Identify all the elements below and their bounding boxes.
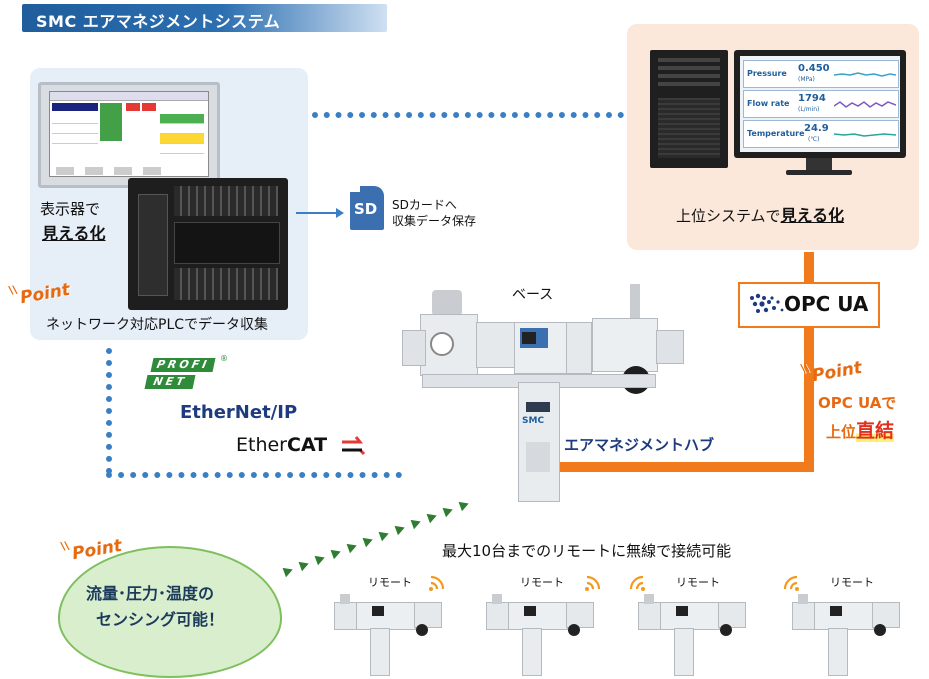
hub-brand: SMC xyxy=(522,416,545,426)
plc-caption: ネットワーク対応PLCでデータ収集 xyxy=(46,317,269,333)
remote-unit-3: リモート xyxy=(626,572,750,676)
sd-line1: SDカードへ xyxy=(392,198,457,212)
upper-caption-prefix: 上位システムで xyxy=(676,207,781,225)
plc-to-upper-link xyxy=(312,112,624,118)
temperature-trend xyxy=(834,133,896,137)
hmi-display xyxy=(38,82,220,188)
temperature-label: Temperature xyxy=(747,129,805,138)
ethercat-arrow-icon xyxy=(342,436,366,456)
flow-trend xyxy=(834,101,896,108)
sensing-line2: センシング可能！ xyxy=(96,610,225,629)
opc-point-badge: Point xyxy=(811,358,864,386)
wifi-icon xyxy=(429,575,445,591)
opc-link-horizontal xyxy=(534,462,814,472)
sd-arrow xyxy=(296,212,338,214)
sensing-bubble xyxy=(58,546,282,678)
registered-mark: ® xyxy=(220,354,228,363)
air-management-hub-device: SMC xyxy=(398,282,698,502)
plc-label-line2: 見える化 xyxy=(42,224,106,243)
temperature-value: 24.9 xyxy=(804,123,829,134)
remote-heading: 最大10台までのリモートに無線で接続可能 xyxy=(442,542,732,560)
remote-unit-2: リモート xyxy=(480,572,604,676)
opc-line2-a: 上位 xyxy=(826,423,857,441)
opc-line2: 上位直結 xyxy=(826,416,895,443)
monitor-row-flow: Flow rate 1794 (L/min) xyxy=(743,90,899,118)
monitor: Pressure 0.450 (MPa) Flow rate 1794 (L/m… xyxy=(734,50,906,158)
sd-arrow-head xyxy=(336,208,344,218)
profinet-bottom: NET xyxy=(144,375,196,389)
remote-label-1: リモート xyxy=(368,576,412,589)
opc-logo-text: OPC UA xyxy=(784,292,869,316)
temperature-unit: (℃) xyxy=(808,136,820,143)
opc-line1: OPC UAで xyxy=(818,394,897,412)
hub-label: エアマネジメントハブ xyxy=(564,436,715,454)
title-banner: SMC エアマネジメントシステム xyxy=(22,4,387,32)
plc-unit xyxy=(128,178,288,310)
monitor-screen: Pressure 0.450 (MPa) Flow rate 1794 (L/m… xyxy=(740,56,900,152)
remote-unit-1: リモート xyxy=(328,572,452,676)
plc-label-line1: 表示器で xyxy=(40,200,101,218)
opc-ua-logo: OPC UA xyxy=(738,282,880,328)
base-label: ベース xyxy=(512,287,554,303)
ethercat-b: CAT xyxy=(287,434,328,456)
opc-link-top xyxy=(804,252,814,282)
pressure-unit: (MPa) xyxy=(798,76,815,83)
sd-card-text: SD xyxy=(354,200,378,218)
monitor-row-temperature: Temperature 24.9 (℃) xyxy=(743,120,899,148)
page-title: SMC エアマネジメントシステム xyxy=(36,12,281,31)
profinet-top: PROFI xyxy=(150,358,216,372)
opc-link-vertical xyxy=(804,326,814,472)
upper-caption-emphasis: 見える化 xyxy=(780,206,845,225)
wifi-icon xyxy=(629,575,645,591)
plc-down-link xyxy=(106,348,112,474)
upper-caption: 上位システムで見える化 xyxy=(676,202,844,226)
ethercat-logo: EtherCAT xyxy=(236,434,366,456)
wireless-trail xyxy=(282,496,474,578)
wifi-icon xyxy=(585,575,601,591)
wifi-icon xyxy=(783,575,799,591)
opc-globe-icon xyxy=(750,293,784,313)
profinet-logo: PROFI NET ® xyxy=(144,354,230,392)
monitor-row-pressure: Pressure 0.450 (MPa) xyxy=(743,60,899,88)
monitor-base xyxy=(786,170,852,175)
flow-value: 1794 xyxy=(798,93,826,104)
monitor-stand xyxy=(806,158,832,170)
pressure-label: Pressure xyxy=(747,69,787,78)
sd-line2: 収集データ保存 xyxy=(392,214,477,228)
ethernetip-logo: EtherNet/IP xyxy=(180,402,298,423)
plc-to-hub-link xyxy=(106,472,402,478)
sd-card-icon: SD xyxy=(350,186,384,230)
server-tower xyxy=(650,50,728,168)
remote-label-4: リモート xyxy=(830,576,874,589)
flow-label: Flow rate xyxy=(747,99,790,108)
sensing-line1: 流量･圧力･温度の xyxy=(86,584,215,603)
pressure-value: 0.450 xyxy=(798,63,830,74)
remote-label-3: リモート xyxy=(676,576,720,589)
remote-unit-4: リモート xyxy=(780,572,904,676)
remote-label-2: リモート xyxy=(520,576,564,589)
flow-unit: (L/min) xyxy=(798,106,820,113)
ethercat-a: Ether xyxy=(236,434,287,456)
opc-line2-b: 直結 xyxy=(856,420,895,442)
pressure-trend xyxy=(834,72,896,77)
hmi-screen xyxy=(49,91,209,177)
